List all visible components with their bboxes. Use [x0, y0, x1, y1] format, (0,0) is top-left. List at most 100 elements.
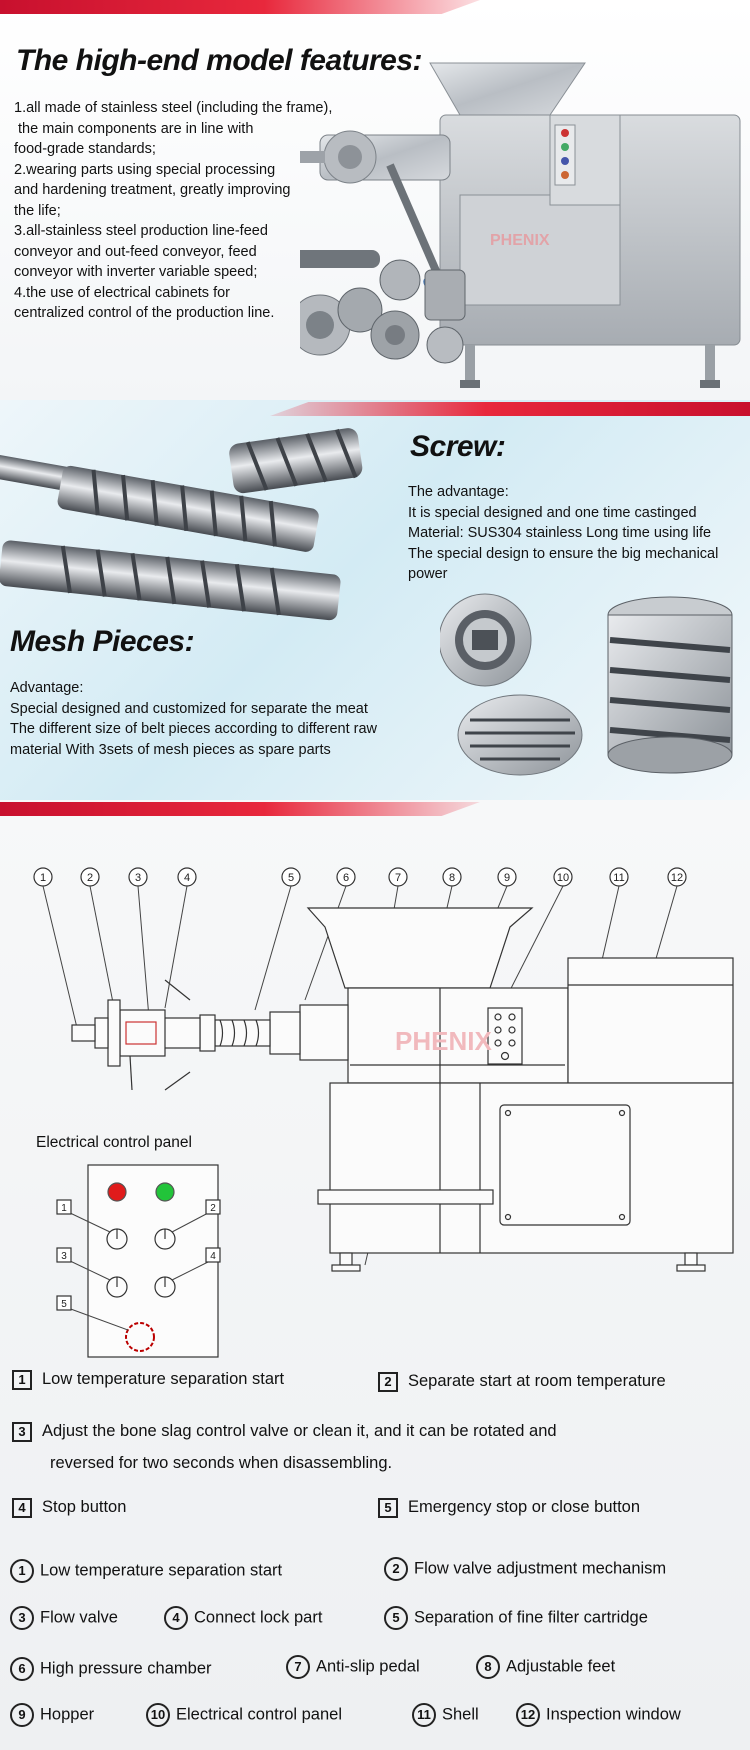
legend-square-text: Low temperature separation start	[42, 1370, 285, 1388]
section-features: The high-end model features: 1.all made …	[0, 0, 750, 400]
legend-circle-text: Flow valve adjustment mechanism	[414, 1559, 667, 1578]
legend-square-3-cont: reversed for two seconds when disassembl…	[50, 1452, 392, 1474]
legend-circle-badge: 12	[516, 1703, 540, 1727]
legend-circle-badge: 4	[164, 1606, 188, 1630]
panel-number-3: 3	[61, 1251, 67, 1262]
legend-circle-badge: 8	[476, 1655, 500, 1679]
callout-7: 7	[395, 872, 401, 884]
callout-numbers	[33, 867, 687, 887]
features-line: 1.all made of stainless steel (including…	[14, 100, 333, 116]
features-line: the life;	[14, 202, 61, 219]
legend-circle-7: 7 Anti-slip pedal	[286, 1655, 420, 1679]
screw-title: Screw:	[410, 430, 506, 463]
legend-circle-9: 9 Hopper	[10, 1703, 94, 1727]
legend-circle-text: Adjustable feet	[506, 1657, 616, 1676]
legend-square-2: 2 Separate start at room temperature	[378, 1370, 666, 1392]
callout-1: 1	[40, 872, 46, 884]
callout-6: 6	[343, 872, 349, 884]
legend-circle-3: 3 Flow valve	[10, 1606, 118, 1630]
legend-square-badge: 1	[12, 1369, 32, 1390]
legend-circle-badge: 6	[10, 1657, 34, 1681]
screw-line: Material: SUS304 stainless Long time usi…	[408, 525, 712, 541]
mesh-title: Mesh Pieces:	[10, 625, 195, 658]
callout-12: 12	[671, 872, 683, 884]
legend-square-4: 4 Stop button	[12, 1496, 126, 1518]
screw-line: It is special designed and one time cast…	[408, 504, 697, 521]
legend-circle-text: Flow valve	[40, 1608, 118, 1627]
legend-circle-badge: 10	[146, 1703, 170, 1727]
machine-diagram: 1 2 3 4 5 6 7 8 9 10 11 12	[33, 867, 734, 1272]
legend-circle-text: Anti-slip pedal	[316, 1657, 420, 1676]
legend-circle-11: 11 Shell	[412, 1703, 479, 1727]
features-line: food-grade standards;	[14, 141, 156, 157]
screw-text: The advantage: It is special designed an…	[408, 482, 748, 585]
features-line: 3.all-stainless steel production line-fe…	[14, 223, 268, 239]
legend-square-text: Separate start at room temperature	[408, 1372, 666, 1390]
features-line: conveyor and out-feed conveyor, feed	[14, 243, 257, 260]
mesh-text: Advantage: Special designed and customiz…	[10, 678, 430, 760]
legend-square-text: Stop button	[42, 1498, 127, 1516]
diagram-brand-watermark: PHENIX	[395, 1026, 492, 1056]
screw-photo	[0, 428, 363, 621]
bottom-red-banner	[0, 802, 480, 816]
panel-number-1: 1	[61, 1203, 67, 1214]
features-line: conveyor with inverter variable speed;	[14, 264, 258, 280]
spare-parts-photo	[300, 250, 466, 364]
legend-square-5: 5 Emergency stop or close button	[378, 1496, 640, 1518]
legend-circle-text: Low temperature separation start	[40, 1561, 283, 1580]
legend-circle-badge: 5	[384, 1606, 408, 1630]
mesh-photos	[440, 593, 733, 776]
callout-9: 9	[504, 872, 510, 884]
features-line: centralized control of the production li…	[14, 305, 275, 321]
top-red-banner	[0, 0, 480, 14]
panel-number-4: 4	[210, 1251, 216, 1262]
legend-circle-2: 2 Flow valve adjustment mechanism	[384, 1557, 666, 1581]
machine-outline	[71, 907, 734, 1272]
panel-number-2: 2	[210, 1203, 216, 1214]
panel-number-5: 5	[61, 1299, 67, 1310]
legend-circle-badge: 11	[412, 1703, 436, 1727]
legend-circle-text: Connect lock part	[194, 1608, 323, 1627]
features-title: The high-end model features:	[16, 44, 423, 77]
legend-square-text: reversed for two seconds when disassembl…	[50, 1454, 393, 1472]
control-panel-diagram: 1 2 3 4 5	[56, 1164, 221, 1358]
legend-square-badge: 3	[12, 1421, 32, 1442]
legend-circle-badge: 3	[10, 1606, 34, 1630]
legend-circle-8: 8 Adjustable feet	[476, 1655, 615, 1679]
legend-circle-badge: 9	[10, 1703, 34, 1727]
legend-circle-10: 10 Electrical control panel	[146, 1703, 342, 1727]
legend-square-badge: 5	[378, 1497, 398, 1518]
screw-line: The special design to ensure the big mec…	[408, 545, 719, 562]
legend-square-text: Adjust the bone slag control valve or cl…	[42, 1422, 557, 1440]
brand-watermark: PHENIX	[490, 232, 550, 249]
mesh-line: Special designed and customized for sepa…	[10, 700, 368, 717]
features-line: and hardening treatment, greatly improvi…	[14, 182, 291, 198]
screw-line: power	[408, 566, 448, 582]
features-text: 1.all made of stainless steel (including…	[14, 98, 364, 324]
mesh-line: Advantage:	[10, 680, 84, 696]
legend-circle-text: Shell	[442, 1705, 479, 1724]
legend-circle-text: Hopper	[40, 1705, 95, 1724]
legend-circle-badge: 7	[286, 1655, 310, 1679]
callout-labels: 1 2 3 4 5 6 7 8 9 10 11 12	[40, 872, 683, 884]
legend-circle-text: Electrical control panel	[176, 1705, 342, 1724]
features-line: 2.wearing parts using special processing	[14, 161, 276, 178]
callout-8: 8	[449, 872, 455, 884]
callout-2: 2	[87, 872, 93, 884]
legend-circle-badge: 2	[384, 1557, 408, 1581]
callout-3: 3	[135, 872, 141, 884]
section-screw-mesh: Screw: The advantage: It is special desi…	[0, 400, 750, 800]
legend-square-badge: 2	[378, 1371, 398, 1392]
legend-square-badge: 4	[12, 1497, 32, 1518]
mid-red-banner	[270, 402, 750, 416]
machine-photo: PHENIX	[300, 62, 741, 388]
legend-square-3: 3 Adjust the bone slag control valve or c…	[12, 1420, 557, 1442]
legend-square-text: Emergency stop or close button	[408, 1498, 641, 1516]
callout-10: 10	[557, 872, 569, 884]
callout-5: 5	[288, 872, 294, 884]
legend-square-1: 1 Low temperature separation start	[12, 1368, 284, 1390]
features-line: 4.the use of electrical cabinets for	[14, 284, 231, 301]
